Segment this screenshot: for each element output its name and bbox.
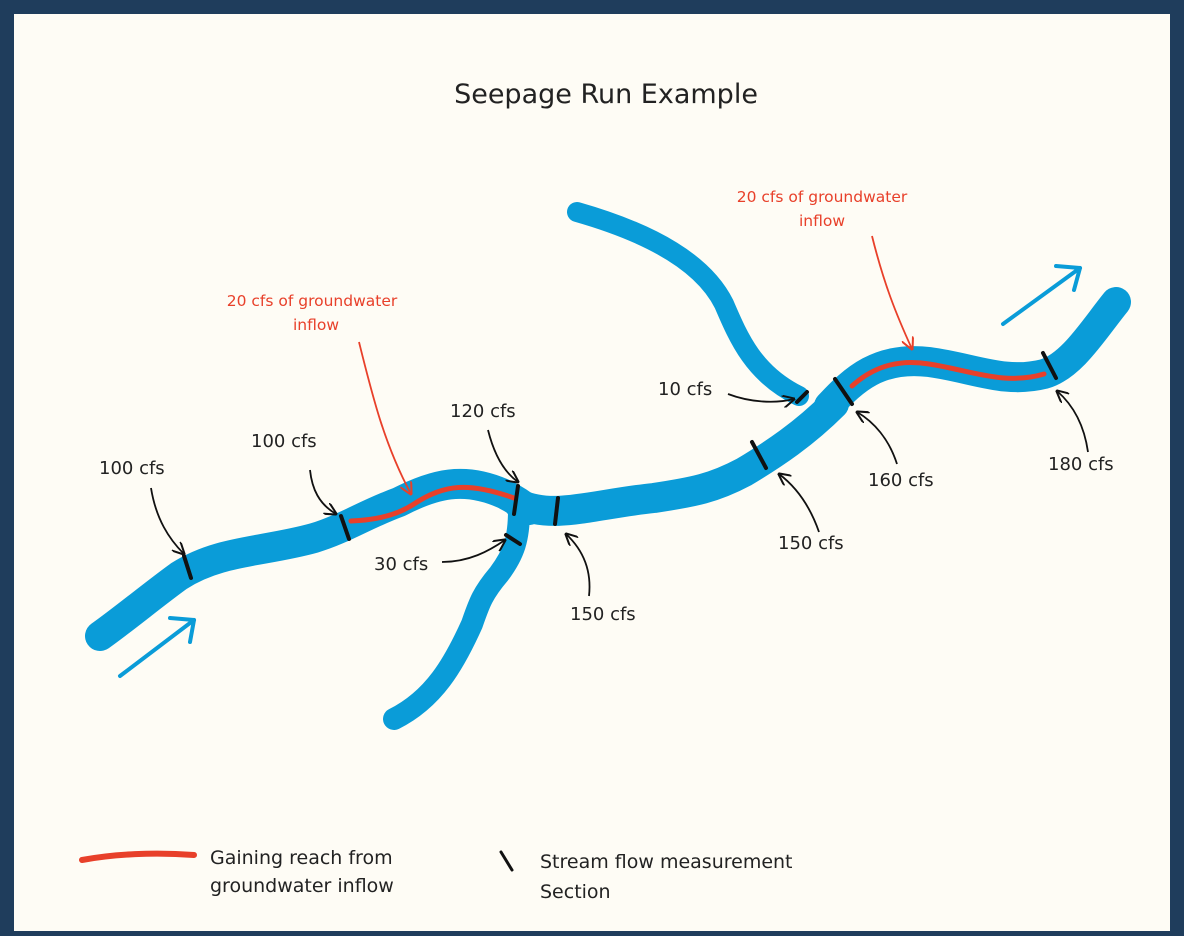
legend-gaining-label: groundwater inflow (210, 875, 394, 897)
main-stream-middle (504, 389, 849, 526)
measurement-section (553, 496, 560, 526)
west-tributary (383, 499, 530, 730)
flow-label: 10 cfs (658, 379, 712, 400)
north-tributary (567, 202, 809, 406)
measurement-section (182, 554, 193, 580)
legend-gaining-swatch (79, 850, 197, 863)
leader-arrow (150, 487, 184, 554)
seepage-diagram: Seepage Run Example (79, 79, 1131, 903)
inflow-leader-arrow (358, 341, 411, 494)
legend-measurement-label: Stream flow measurement (540, 851, 793, 873)
leader-arrow (727, 393, 794, 402)
leader-arrow (1057, 391, 1089, 453)
measurement-section (339, 514, 351, 541)
flow-label: 30 cfs (374, 554, 428, 575)
measurement-section (750, 440, 768, 470)
measurement-section (512, 484, 520, 516)
diagram-canvas: Seepage Run Example (14, 14, 1170, 931)
inflow-note: 20 cfs of groundwater (737, 188, 908, 206)
flow-label: 100 cfs (251, 431, 317, 452)
flow-direction-arrow-out (1001, 264, 1082, 326)
leader-arrow (566, 534, 591, 597)
measurement-section (795, 390, 809, 404)
inflow-leader-arrow (871, 235, 912, 349)
leader-arrow (309, 469, 336, 514)
flow-label: 160 cfs (868, 470, 934, 491)
measurement-section (504, 533, 522, 546)
flow-label: 150 cfs (778, 533, 844, 554)
leader-arrow (779, 474, 820, 533)
leader-arrow (487, 429, 518, 482)
diagram-title: Seepage Run Example (454, 79, 758, 110)
legend-measurement-label: Section (540, 881, 611, 903)
leader-arrow (441, 540, 505, 563)
flow-label: 120 cfs (450, 401, 516, 422)
measurement-section (833, 377, 854, 406)
flow-direction-arrow-in (118, 616, 196, 678)
measurement-section (1041, 351, 1058, 380)
legend-gaining-label: Gaining reach from (210, 847, 393, 869)
main-stream-upper (814, 287, 1131, 421)
gaining-reach-lower (348, 484, 517, 524)
flow-label: 100 cfs (99, 458, 165, 479)
inflow-note: inflow (799, 212, 845, 230)
flow-label: 180 cfs (1048, 454, 1114, 475)
legend-measurement-swatch (499, 850, 514, 872)
gaining-reach-upper (849, 359, 1047, 389)
inflow-note: 20 cfs of groundwater (227, 292, 398, 310)
flow-label: 150 cfs (570, 604, 636, 625)
legend: Gaining reach from groundwater inflow St… (79, 847, 793, 903)
inflow-note: inflow (293, 316, 339, 334)
leader-arrow (857, 412, 898, 465)
